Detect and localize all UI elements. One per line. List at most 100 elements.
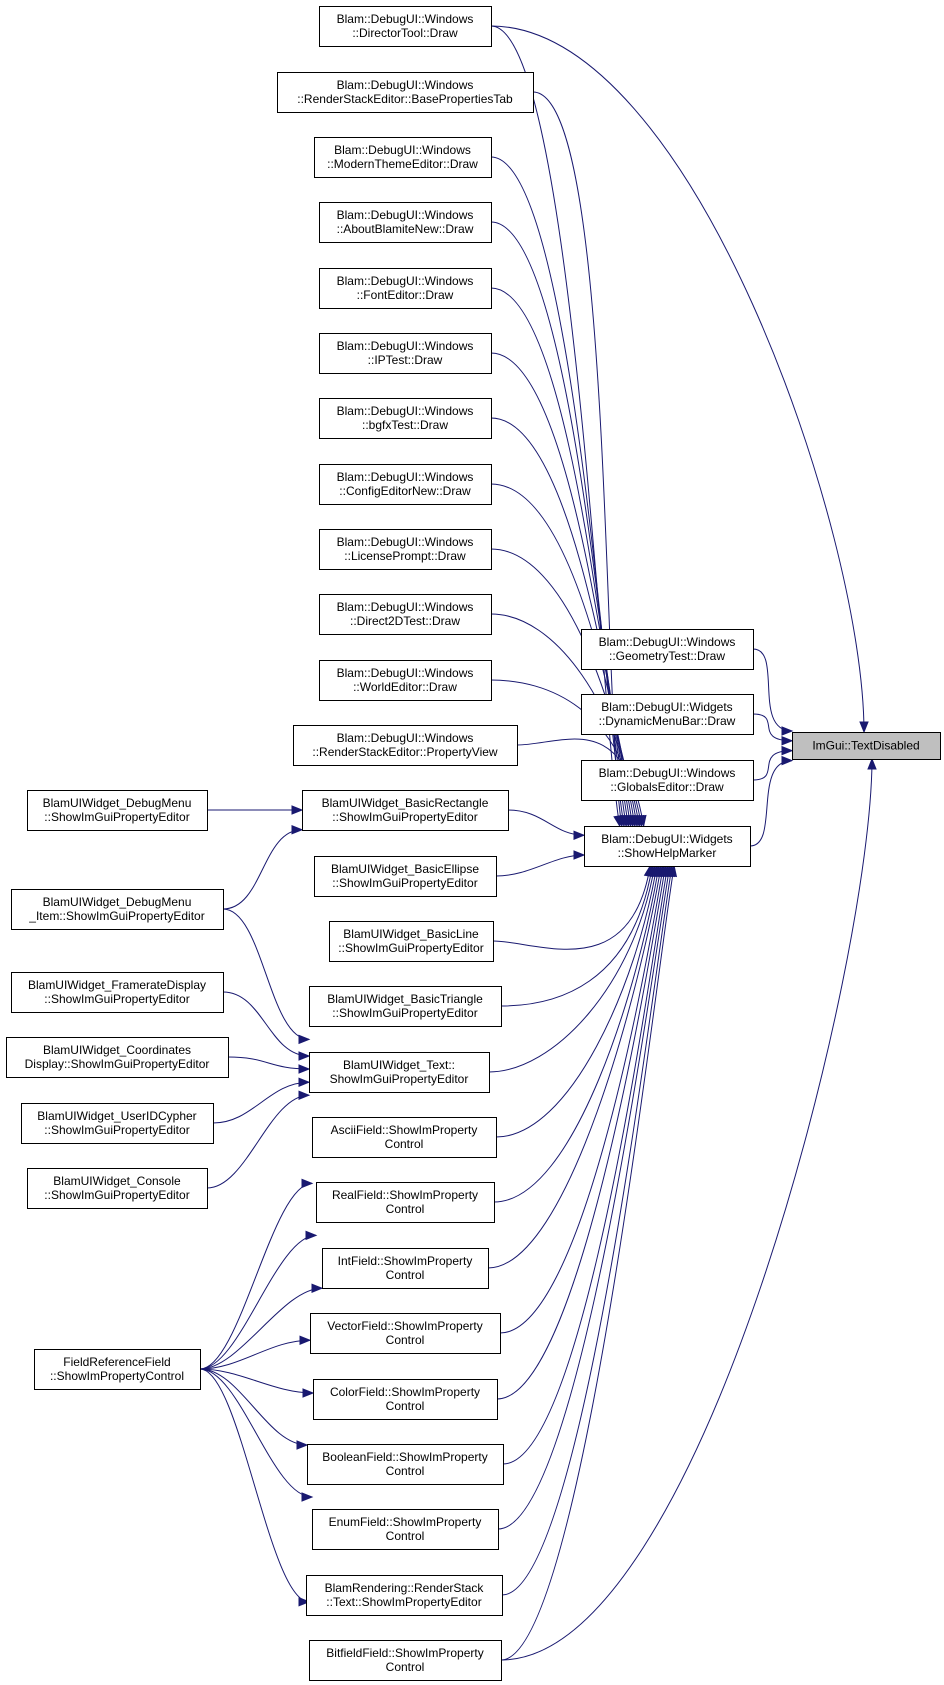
edge-aboutblamite-to-helpmarker bbox=[490, 221, 627, 827]
node-asciifield[interactable]: AsciiField::ShowImPropertyControl bbox=[312, 1117, 497, 1158]
node-basicrect[interactable]: BlamUIWidget_BasicRectangle::ShowImGuiPr… bbox=[302, 790, 509, 831]
node-widgettext[interactable]: BlamUIWidget_Text::ShowImGuiPropertyEdit… bbox=[309, 1052, 490, 1093]
node-box[interactable] bbox=[581, 694, 754, 735]
node-box[interactable] bbox=[314, 856, 497, 897]
node-box[interactable] bbox=[312, 1509, 499, 1550]
node-vectorfield[interactable]: VectorField::ShowImPropertyControl bbox=[310, 1313, 501, 1354]
edge-arrowhead bbox=[637, 814, 647, 828]
edge-arrowhead bbox=[298, 1597, 311, 1607]
node-target[interactable]: ImGui::TextDisabled bbox=[792, 732, 941, 760]
node-enumfield[interactable]: EnumField::ShowImPropertyControl bbox=[312, 1509, 499, 1550]
node-label-line: Blam::DebugUI::Widgets bbox=[601, 700, 732, 714]
node-label-line: BlamUIWidget_FramerateDisplay bbox=[28, 978, 206, 992]
node-label-line: ::Direct2DTest::Draw bbox=[350, 614, 460, 628]
node-worldeditor[interactable]: Blam::DebugUI::Windows::WorldEditor::Dra… bbox=[319, 660, 492, 701]
node-box[interactable] bbox=[319, 333, 492, 374]
node-box[interactable] bbox=[302, 790, 509, 831]
node-booleanfield[interactable]: BooleanField::ShowImPropertyControl bbox=[307, 1444, 504, 1485]
node-globalseditor[interactable]: Blam::DebugUI::Windows::GlobalsEditor::D… bbox=[581, 760, 754, 801]
edge-arrowhead bbox=[301, 1492, 314, 1502]
node-box[interactable] bbox=[584, 826, 751, 867]
node-console[interactable]: BlamUIWidget_Console::ShowImGuiPropertyE… bbox=[27, 1168, 208, 1209]
node-useridcypher[interactable]: BlamUIWidget_UserIDCypher::ShowImGuiProp… bbox=[21, 1103, 214, 1144]
node-box[interactable] bbox=[319, 268, 492, 309]
node-label-line: BlamUIWidget_DebugMenu bbox=[43, 796, 192, 810]
node-box[interactable] bbox=[792, 732, 941, 760]
node-fonteditor[interactable]: Blam::DebugUI::Windows::FontEditor::Draw bbox=[319, 268, 492, 309]
node-box[interactable] bbox=[313, 1379, 498, 1420]
edge-basepropertiestab-to-helpmarker bbox=[532, 91, 623, 827]
node-label-line: ::GlobalsEditor::Draw bbox=[610, 780, 724, 794]
node-frameratedisplay[interactable]: BlamUIWidget_FramerateDisplay::ShowImGui… bbox=[11, 972, 224, 1013]
node-box[interactable] bbox=[322, 1248, 489, 1289]
edge-basicrect-to-helpmarker bbox=[507, 809, 585, 836]
node-box[interactable] bbox=[312, 1117, 497, 1158]
node-box[interactable] bbox=[581, 629, 754, 670]
node-label-line: ::ShowImGuiPropertyEditor bbox=[332, 1006, 477, 1020]
node-dynamicmenubar[interactable]: Blam::DebugUI::Widgets::DynamicMenuBar::… bbox=[581, 694, 754, 735]
node-direct2dtest[interactable]: Blam::DebugUI::Windows::Direct2DTest::Dr… bbox=[319, 594, 492, 635]
node-box[interactable] bbox=[319, 660, 492, 701]
node-debugmenuitem[interactable]: BlamUIWidget_DebugMenu_Item::ShowImGuiPr… bbox=[11, 889, 224, 930]
node-box[interactable] bbox=[27, 1168, 208, 1209]
node-iptest[interactable]: Blam::DebugUI::Windows::IPTest::Draw bbox=[319, 333, 492, 374]
node-label-line: Blam::DebugUI::Windows bbox=[337, 12, 474, 26]
node-box[interactable] bbox=[309, 1052, 490, 1093]
node-box[interactable] bbox=[319, 202, 492, 243]
node-box[interactable] bbox=[34, 1349, 201, 1390]
edge-arrowhead bbox=[667, 864, 678, 878]
node-basepropertiestab[interactable]: Blam::DebugUI::Windows::RenderStackEdito… bbox=[277, 72, 534, 113]
node-box[interactable] bbox=[329, 921, 494, 962]
node-label-line: ::IPTest::Draw bbox=[368, 353, 443, 367]
node-box[interactable] bbox=[319, 398, 492, 439]
node-box[interactable] bbox=[309, 1640, 502, 1681]
node-basictriangle[interactable]: BlamUIWidget_BasicTriangle::ShowImGuiPro… bbox=[309, 986, 502, 1027]
node-intfield[interactable]: IntField::ShowImPropertyControl bbox=[322, 1248, 489, 1289]
node-helpmarker[interactable]: Blam::DebugUI::Widgets::ShowHelpMarker bbox=[584, 826, 751, 867]
node-directortool[interactable]: Blam::DebugUI::Windows::DirectorTool::Dr… bbox=[319, 6, 492, 47]
node-box[interactable] bbox=[277, 72, 534, 113]
node-label-line: ColorField::ShowImProperty bbox=[330, 1385, 480, 1399]
node-box[interactable] bbox=[306, 1575, 503, 1616]
node-basicellipse[interactable]: BlamUIWidget_BasicEllipse::ShowImGuiProp… bbox=[314, 856, 497, 897]
node-configeditor[interactable]: Blam::DebugUI::Windows::ConfigEditorNew:… bbox=[319, 464, 492, 505]
node-realfield[interactable]: RealField::ShowImPropertyControl bbox=[316, 1182, 495, 1223]
node-box[interactable] bbox=[27, 790, 208, 831]
node-label-line: ::WorldEditor::Draw bbox=[353, 680, 457, 694]
node-box[interactable] bbox=[310, 1313, 501, 1354]
node-box[interactable] bbox=[21, 1103, 214, 1144]
node-box[interactable] bbox=[307, 1444, 504, 1485]
node-box[interactable] bbox=[581, 760, 754, 801]
node-label-line: ::ShowImGuiPropertyEditor bbox=[44, 1188, 189, 1202]
node-coordinatesdisplay[interactable]: BlamUIWidget_CoordinatesDisplay::ShowImG… bbox=[6, 1037, 229, 1078]
node-box[interactable] bbox=[319, 464, 492, 505]
node-licenseprompt[interactable]: Blam::DebugUI::Windows::LicensePrompt::D… bbox=[319, 529, 492, 570]
edge-colorfield-to-helpmarker bbox=[496, 865, 666, 1400]
node-box[interactable] bbox=[11, 972, 224, 1013]
edge-arrowhead bbox=[302, 1388, 315, 1398]
node-box[interactable] bbox=[11, 889, 224, 930]
node-box[interactable] bbox=[319, 529, 492, 570]
edge-useridcypher-to-widgettext bbox=[212, 1081, 310, 1124]
node-colorfield[interactable]: ColorField::ShowImPropertyControl bbox=[313, 1379, 498, 1420]
node-bgfxtest[interactable]: Blam::DebugUI::Windows::bgfxTest::Draw bbox=[319, 398, 492, 439]
node-box[interactable] bbox=[319, 594, 492, 635]
node-box[interactable] bbox=[293, 725, 518, 766]
node-label-line: ::GeometryTest::Draw bbox=[609, 649, 725, 663]
node-basicline[interactable]: BlamUIWidget_BasicLine::ShowImGuiPropert… bbox=[329, 921, 494, 962]
node-box[interactable] bbox=[319, 6, 492, 47]
node-fieldreference[interactable]: FieldReferenceField::ShowImPropertyContr… bbox=[34, 1349, 201, 1390]
node-aboutblamite[interactable]: Blam::DebugUI::Windows::AboutBlamiteNew:… bbox=[319, 202, 492, 243]
node-box[interactable] bbox=[314, 137, 492, 178]
node-bitfieldfield[interactable]: BitfieldField::ShowImPropertyControl bbox=[309, 1640, 502, 1681]
node-box[interactable] bbox=[316, 1182, 495, 1223]
node-propertyview[interactable]: Blam::DebugUI::Windows::RenderStackEdito… bbox=[293, 725, 518, 766]
node-renderstacktext[interactable]: BlamRendering::RenderStack::Text::ShowIm… bbox=[306, 1575, 503, 1616]
edge-coordinatesdisplay-to-widgettext bbox=[227, 1056, 310, 1070]
node-box[interactable] bbox=[309, 986, 502, 1027]
node-geometrytest[interactable]: Blam::DebugUI::Windows::GeometryTest::Dr… bbox=[581, 629, 754, 670]
node-debugmenu[interactable]: BlamUIWidget_DebugMenu::ShowImGuiPropert… bbox=[27, 790, 208, 831]
edge-arrowhead bbox=[298, 1034, 311, 1045]
node-moderntheme[interactable]: Blam::DebugUI::Windows::ModernThemeEdito… bbox=[314, 137, 492, 178]
node-box[interactable] bbox=[6, 1037, 229, 1078]
